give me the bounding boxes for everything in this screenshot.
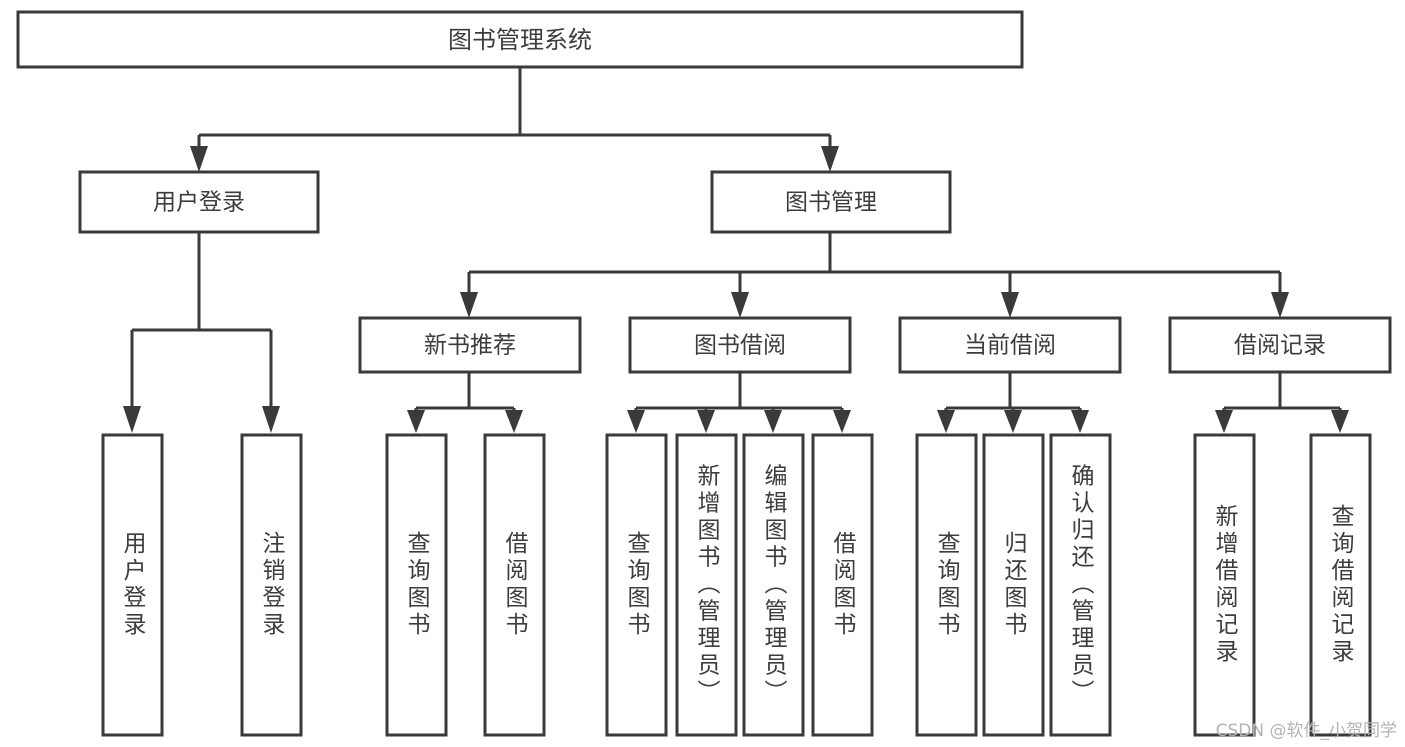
- node-root-box[interactable]: [16, 10, 1024, 69]
- leaf-confirm-return[interactable]: 确认归还（管理员）: [1049, 433, 1112, 737]
- leaf-add-book-label: 新增图书（管理员）: [693, 464, 721, 707]
- arrow-head-icon: [190, 146, 208, 172]
- leaf-query-book-3-box[interactable]: [915, 433, 978, 737]
- arrow-head-icon: [407, 410, 425, 433]
- node-book-borrow-box[interactable]: [628, 316, 852, 374]
- arrow-head-icon: [764, 410, 782, 433]
- arrow-head-icon: [697, 410, 715, 433]
- arrow-head-icon: [627, 410, 645, 433]
- node-new-book-recommend[interactable]: 新书推荐: [358, 316, 582, 374]
- arrow-head-icon: [460, 292, 478, 318]
- leaf-user-login-label: 用户登录: [119, 531, 147, 639]
- leaf-return-book-label: 归还图书: [1000, 531, 1028, 639]
- leaf-return-book-box[interactable]: [982, 433, 1045, 737]
- leaf-user-login-box[interactable]: [101, 433, 164, 737]
- leaf-query-book-3[interactable]: 查询图书: [915, 433, 978, 737]
- leaf-query-book-1-box[interactable]: [385, 433, 448, 737]
- leaf-logout-box[interactable]: [240, 433, 303, 737]
- arrow-head-icon: [937, 410, 955, 433]
- node-book-manage-box[interactable]: [710, 170, 952, 234]
- leaf-add-book[interactable]: 新增图书（管理员）: [675, 433, 738, 737]
- leaf-confirm-return-box[interactable]: [1049, 433, 1112, 737]
- connector-currentborrow-to-leaves: [937, 372, 1089, 433]
- leaf-confirm-return-label: 确认归还（管理员）: [1067, 464, 1095, 707]
- connector-borrowrecord-to-leaves: [1215, 372, 1349, 433]
- leaf-add-record[interactable]: 新增借阅记录: [1193, 433, 1256, 737]
- node-book-manage[interactable]: 图书管理: [710, 170, 952, 234]
- connector-bookmanage-to-level3: [460, 232, 1289, 318]
- leaf-edit-book-label: 编辑图书（管理员）: [760, 464, 788, 707]
- leaf-return-book[interactable]: 归还图书: [982, 433, 1045, 737]
- leaf-add-record-box[interactable]: [1193, 433, 1256, 737]
- arrow-head-icon: [1004, 410, 1022, 433]
- leaf-query-record-label: 查询借阅记录: [1327, 504, 1355, 666]
- node-borrow-record[interactable]: 借阅记录: [1168, 316, 1392, 374]
- arrow-head-icon: [833, 410, 851, 433]
- arrow-head-icon: [1271, 292, 1289, 318]
- node-book-manage-label: 图书管理: [785, 190, 877, 216]
- leaf-borrow-book-1[interactable]: 借阅图书: [483, 433, 546, 737]
- leaf-query-record-box[interactable]: [1309, 433, 1372, 737]
- node-borrow-record-box[interactable]: [1168, 316, 1392, 374]
- arrow-head-icon: [123, 406, 141, 433]
- node-user-login[interactable]: 用户登录: [78, 170, 320, 234]
- leaf-query-book-3-label: 查询图书: [933, 531, 961, 639]
- leaf-add-book-box[interactable]: [675, 433, 738, 737]
- node-current-borrow-box[interactable]: [898, 316, 1122, 374]
- arrow-head-icon: [262, 406, 280, 433]
- node-root[interactable]: 图书管理系统: [16, 10, 1024, 69]
- leaf-query-book-1-label: 查询图书: [403, 531, 431, 639]
- leaf-query-book-1[interactable]: 查询图书: [385, 433, 448, 737]
- connector-newbook-to-leaves: [407, 372, 523, 433]
- leaf-logout-label: 注销登录: [258, 531, 286, 639]
- node-book-borrow-label: 图书借阅: [694, 333, 786, 359]
- arrow-head-icon: [1215, 410, 1233, 433]
- node-book-borrow[interactable]: 图书借阅: [628, 316, 852, 374]
- node-new-book-recommend-box[interactable]: [358, 316, 582, 374]
- node-user-login-label: 用户登录: [153, 190, 245, 216]
- leaf-edit-book-box[interactable]: [742, 433, 805, 737]
- node-user-login-box[interactable]: [78, 170, 320, 234]
- arrow-head-icon: [731, 292, 749, 318]
- leaf-borrow-book-2-box[interactable]: [811, 433, 874, 737]
- node-borrow-record-label: 借阅记录: [1234, 333, 1326, 359]
- leaf-query-book-2-box[interactable]: [605, 433, 668, 737]
- leaf-user-login[interactable]: 用户登录: [101, 433, 164, 737]
- leaf-edit-book[interactable]: 编辑图书（管理员）: [742, 433, 805, 737]
- node-root-label: 图书管理系统: [448, 26, 592, 54]
- leaf-borrow-book-1-box[interactable]: [483, 433, 546, 737]
- leaf-borrow-book-1-label: 借阅图书: [501, 531, 529, 639]
- node-current-borrow-label: 当前借阅: [964, 333, 1056, 359]
- leaf-add-record-label: 新增借阅记录: [1211, 504, 1239, 666]
- connector-bookborrow-to-leaves: [627, 372, 851, 433]
- arrow-head-icon: [1001, 292, 1019, 318]
- leaf-query-book-2[interactable]: 查询图书: [605, 433, 668, 737]
- arrow-head-icon: [821, 146, 839, 172]
- leaf-query-book-2-label: 查询图书: [623, 531, 651, 639]
- leaf-borrow-book-2-label: 借阅图书: [829, 531, 857, 639]
- node-new-book-recommend-label: 新书推荐: [424, 333, 516, 359]
- arrow-head-icon: [1071, 410, 1089, 433]
- connector-root-to-level2: [190, 67, 839, 172]
- leaf-query-record[interactable]: 查询借阅记录: [1309, 433, 1372, 737]
- leaf-borrow-book-2[interactable]: 借阅图书: [811, 433, 874, 737]
- connector-userlogin-to-leaves: [123, 232, 280, 433]
- leaf-logout[interactable]: 注销登录: [240, 433, 303, 737]
- arrow-head-icon: [505, 410, 523, 433]
- node-current-borrow[interactable]: 当前借阅: [898, 316, 1122, 374]
- arrow-head-icon: [1331, 410, 1349, 433]
